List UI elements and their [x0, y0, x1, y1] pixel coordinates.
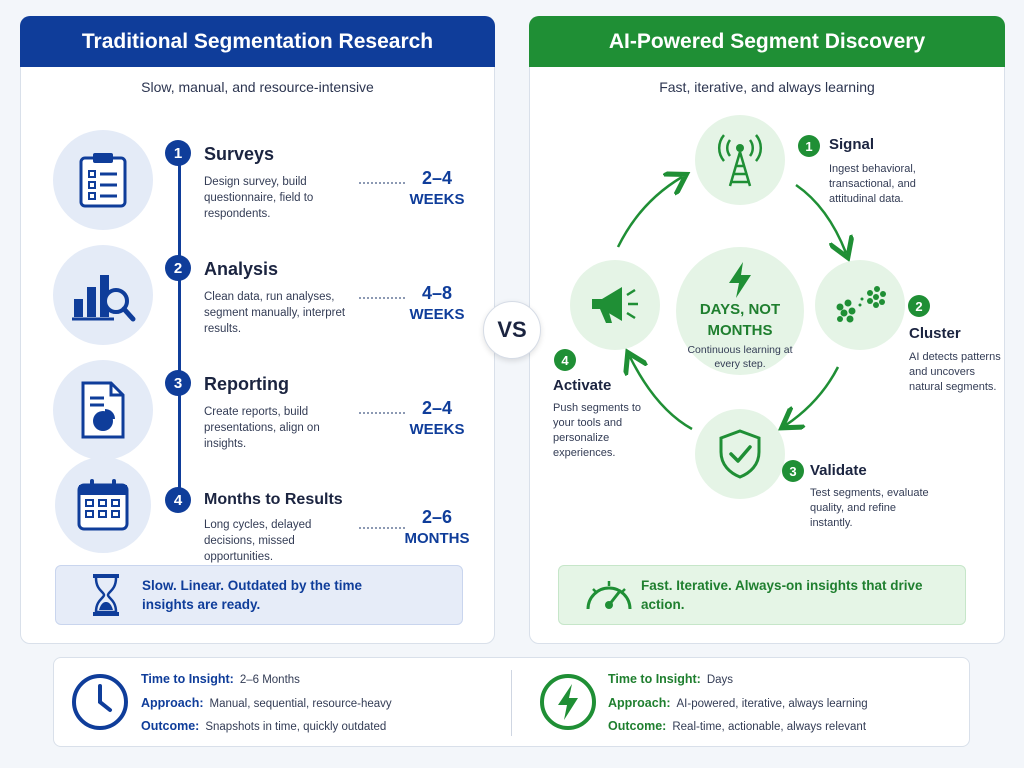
- step-description: Test segments, evaluate quality, and ref…: [810, 487, 929, 529]
- summary-row: Outcome: Snapshots in time, quickly outda…: [141, 719, 386, 733]
- duration-unit: WEEKS: [409, 306, 465, 323]
- traditional-callout-text: Slow. Linear. Outdated by the time insig…: [142, 578, 363, 612]
- step-duration: 2–4 WEEKS: [401, 398, 473, 438]
- speedometer-icon: [581, 565, 637, 625]
- center-hub: DAYS, NOT MONTHS Continuous learning at …: [676, 247, 804, 375]
- traditional-panel: Traditional Segmentation Research Slow, …: [20, 16, 495, 644]
- duration-value: 2–6: [421, 507, 453, 527]
- summary-value: Days: [706, 674, 734, 686]
- megaphone-icon: [570, 260, 660, 350]
- summary-value: Real-time, actionable, always relevant: [672, 721, 867, 733]
- traditional-subtitle: Slow, manual, and resource-intensive: [141, 79, 374, 95]
- duration-unit: WEEKS: [409, 421, 465, 438]
- dotted-connector: [359, 297, 405, 299]
- clipboard-icon: [53, 130, 153, 230]
- step-title: Months to Results: [204, 491, 343, 508]
- report-pie-icon: [53, 360, 153, 460]
- ai-callout-text: Fast. Iterative. Always-on insights that…: [641, 578, 923, 612]
- step-title: Reporting: [204, 374, 289, 394]
- ai-subtitle: Fast, iterative, and always learning: [659, 79, 875, 95]
- summary-row: Time to Insight: Days: [608, 672, 733, 686]
- traditional-step: 1 Surveys Design survey, build questionn…: [21, 130, 496, 240]
- summary-row: Approach: AI-powered, iterative, always l…: [608, 696, 868, 710]
- traditional-title: Traditional Segmentation Research: [20, 16, 495, 67]
- dotted-connector: [359, 182, 405, 184]
- bar-chart-magnifier-icon: [53, 245, 153, 345]
- ai-callout: Fast. Iterative. Always-on insights that…: [558, 565, 966, 625]
- step-title: Cluster: [909, 325, 961, 342]
- step-number: 3: [782, 460, 804, 482]
- summary-value: Snapshots in time, quickly outdated: [205, 721, 387, 733]
- vs-badge: VS: [483, 301, 541, 359]
- step-description: Push segments to your tools and personal…: [553, 402, 642, 459]
- step-number: 2: [165, 255, 191, 281]
- step-duration: 2–4 WEEKS: [401, 168, 473, 208]
- summary-value: Manual, sequential, resource-heavy: [209, 698, 392, 710]
- step-description: Clean data, run analyses, segment manual…: [204, 291, 346, 335]
- step-title: Surveys: [204, 144, 275, 164]
- cluster-dots-icon: [815, 260, 905, 350]
- summary-divider: [511, 670, 512, 736]
- summary-value: 2–6 Months: [239, 674, 300, 686]
- timeline-line: [178, 145, 181, 500]
- step-number: 4: [165, 487, 191, 513]
- step-description: Long cycles, delayed decisions, missed o…: [204, 519, 312, 563]
- step-description: AI detects patterns and uncovers natural…: [909, 351, 1001, 393]
- duration-value: 4–8: [421, 283, 453, 303]
- traditional-step: 2 Analysis Clean data, run analyses, seg…: [21, 245, 496, 355]
- duration-unit: WEEKS: [409, 191, 465, 208]
- step-number: 3: [165, 370, 191, 396]
- summary-row: Approach: Manual, sequential, resource-he…: [141, 696, 392, 710]
- signal-tower-icon: [695, 115, 785, 205]
- step-description: Create reports, build presentations, ali…: [204, 406, 320, 450]
- lightning-circle-icon: [540, 674, 596, 730]
- step-duration: 4–8 WEEKS: [401, 283, 473, 323]
- summary-label: Time to Insight:: [608, 672, 701, 686]
- traditional-step: 4 Months to Results Long cycles, delayed…: [21, 457, 496, 567]
- traditional-step: 3 Reporting Create reports, build presen…: [21, 360, 496, 470]
- summary-label: Time to Insight:: [141, 672, 234, 686]
- duration-value: 2–4: [421, 398, 453, 418]
- step-description: Ingest behavioral, transactional, and at…: [829, 163, 916, 205]
- calendar-icon: [55, 457, 151, 553]
- shield-check-icon: [695, 409, 785, 499]
- center-subtitle: Continuous learning at every step.: [687, 344, 793, 370]
- step-duration: 2–6 MONTHS: [401, 507, 473, 547]
- step-title: Validate: [810, 462, 867, 479]
- summary-row: Time to Insight: 2–6 Months: [141, 672, 300, 686]
- step-number: 4: [554, 349, 576, 371]
- duration-unit: MONTHS: [404, 530, 470, 547]
- step-title: Signal: [829, 136, 875, 153]
- step-number: 1: [165, 140, 191, 166]
- lightning-icon: [729, 262, 751, 298]
- ai-panel: AI-Powered Segment Discovery Fast, itera…: [529, 16, 1005, 644]
- summary-label: Approach:: [608, 696, 671, 710]
- clock-icon: [72, 674, 128, 730]
- step-title: Analysis: [204, 259, 279, 279]
- summary-row: Outcome: Real-time, actionable, always re…: [608, 719, 866, 733]
- step-number: 1: [798, 135, 820, 157]
- step-description: Design survey, build questionnaire, fiel…: [204, 176, 314, 220]
- comparison-summary-bar: Time to Insight: 2–6 Months Approach: Manu…: [53, 657, 970, 747]
- summary-label: Outcome:: [141, 719, 200, 733]
- traditional-callout: Slow. Linear. Outdated by the time insig…: [55, 565, 463, 625]
- summary-value: AI-powered, iterative, always learning: [676, 698, 868, 710]
- ai-title: AI-Powered Segment Discovery: [529, 16, 1005, 67]
- dotted-connector: [359, 412, 405, 414]
- duration-value: 2–4: [421, 168, 453, 188]
- summary-label: Outcome:: [608, 719, 667, 733]
- dotted-connector: [359, 527, 405, 529]
- summary-label: Approach:: [141, 696, 204, 710]
- step-title: Activate: [553, 377, 612, 394]
- center-title: DAYS, NOT MONTHS: [699, 301, 781, 339]
- hourglass-icon: [78, 565, 134, 625]
- step-number: 2: [908, 295, 930, 317]
